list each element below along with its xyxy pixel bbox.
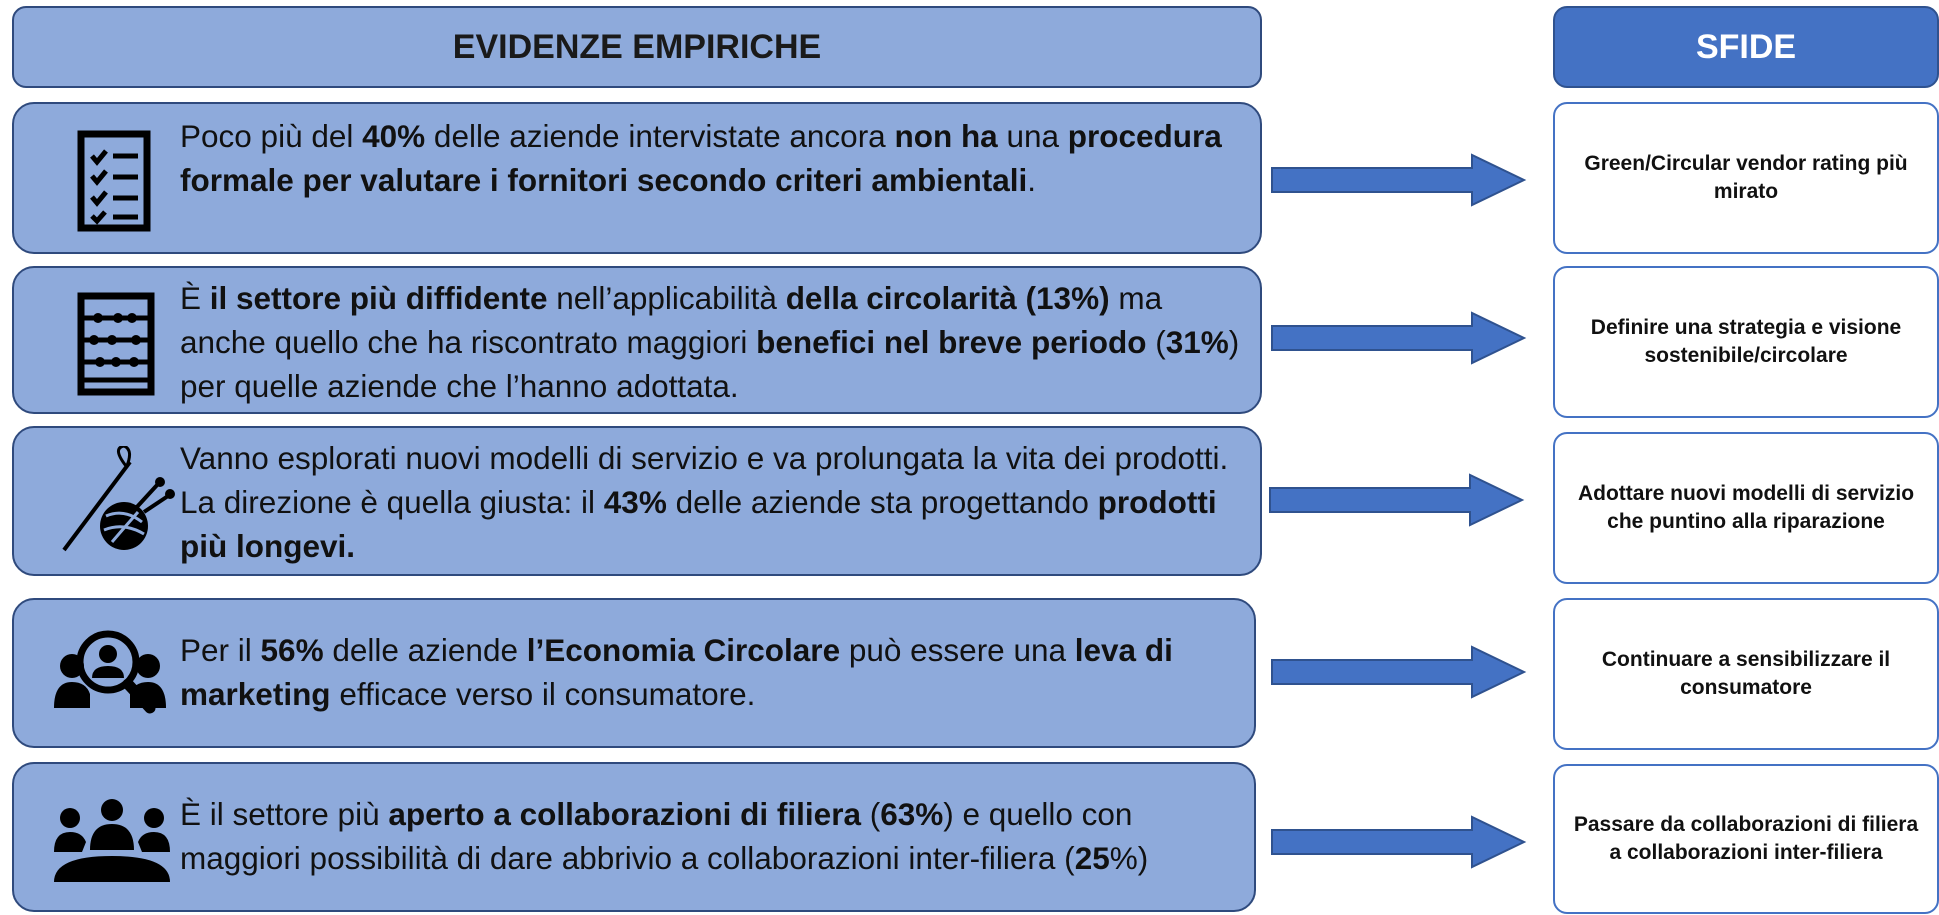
evidence-text: È il settore più diffidente nell’applica… <box>180 276 1240 408</box>
arrow-1 <box>1268 152 1528 208</box>
evidence-text-segment: delle aziende <box>323 632 527 668</box>
evidence-text-segment: Vanno esplorati nuovi modelli di servizi… <box>180 440 1229 520</box>
challenge-box-inter-supply-chain: Passare da collaborazioni di filiera a c… <box>1553 764 1939 914</box>
checklist-icon <box>56 126 176 236</box>
evidence-text-highlight: 25 <box>1074 840 1110 876</box>
evidence-text-segment: può essere una <box>840 632 1075 668</box>
evidence-text-segment: ) per quelle aziende che l’hanno adottat… <box>180 324 1240 404</box>
evidence-text-segment: ( <box>860 796 881 832</box>
evidence-text-segment: È il settore più <box>180 796 389 832</box>
evidence-text-segment: efficace verso il consumatore. <box>330 676 756 712</box>
evidence-text: Poco più del 40% delle aziende intervist… <box>180 114 1240 202</box>
evidence-text-segment: . <box>1027 162 1036 198</box>
yarn-needle-icon <box>56 444 176 556</box>
evidence-box-circularity-distrust: È il settore più diffidente nell’applica… <box>12 266 1262 414</box>
challenge-box-vendor-rating: Green/Circular vendor rating più mirato <box>1553 102 1939 254</box>
evidence-text-highlight: procedura formale per valutare i fornito… <box>180 118 1222 198</box>
evidence-text-segment: %) <box>1109 840 1149 876</box>
arrow-4 <box>1268 644 1528 700</box>
evidence-box-marketing-lever: Per il 56% delle aziende l’Economia Circ… <box>12 598 1256 748</box>
evidence-box-supply-chain-collaboration: È il settore più aperto a collaborazioni… <box>12 762 1256 912</box>
evidence-text-highlight: il settore più diffidente <box>209 280 548 316</box>
evidence-text-highlight: benefici nel breve periodo <box>756 324 1147 360</box>
evidence-text-highlight: 40% <box>362 118 426 154</box>
evidence-text-segment: nell’applicabilità <box>547 280 786 316</box>
evidence-text-segment: Per il <box>180 632 261 668</box>
evidence-text-highlight: non ha <box>894 118 998 154</box>
evidence-text-segment: È <box>180 280 210 316</box>
evidence-text-segment: ma anche quello che ha riscontrato maggi… <box>180 280 1163 360</box>
arrow-2 <box>1268 310 1528 366</box>
evidence-text-segment: ( <box>1146 324 1166 360</box>
evidence-text-segment: delle aziende intervistate ancora <box>425 118 895 154</box>
evidence-text-segment: delle aziende sta progettando <box>666 484 1098 520</box>
evidence-text: Per il 56% delle aziende l’Economia Circ… <box>180 628 1234 716</box>
evidence-text-highlight: 31% <box>1165 324 1229 360</box>
arrow-5 <box>1268 814 1528 870</box>
evidence-text-highlight: l’Economia Circolare <box>526 632 841 668</box>
challenge-box-service-models: Adottare nuovi modelli di servizio che p… <box>1553 432 1939 584</box>
evidence-text: È il settore più aperto a collaborazioni… <box>180 792 1244 880</box>
evidence-text-highlight: prodotti più longevi. <box>180 484 1217 564</box>
abacus-icon <box>56 288 176 398</box>
evidence-text-segment: una <box>997 118 1068 154</box>
evidence-text-highlight: della circolarità (13%) <box>785 280 1110 316</box>
audience-search-icon <box>50 622 170 732</box>
challenge-box-strategy: Definire una strategia e visione sosteni… <box>1553 266 1939 418</box>
evidence-text-highlight: leva di marketing <box>180 632 1173 712</box>
arrow-3 <box>1266 472 1526 528</box>
evidence-text-segment: Poco più del <box>180 118 363 154</box>
evidence-text-highlight: 63% <box>880 796 944 832</box>
evidence-box-product-longevity: Vanno esplorati nuovi modelli di servizi… <box>12 426 1262 576</box>
meeting-people-icon <box>52 784 172 894</box>
challenge-box-consumer-awareness: Continuare a sensibilizzare il consumato… <box>1553 598 1939 750</box>
evidence-box-supplier-procedure: Poco più del 40% delle aziende intervist… <box>12 102 1262 254</box>
evidence-header: EVIDENZE EMPIRICHE <box>12 6 1262 88</box>
evidence-text: Vanno esplorati nuovi modelli di servizi… <box>180 436 1240 568</box>
evidence-text-highlight: 56% <box>260 632 324 668</box>
evidence-text-segment: ) e quello con maggiori possibilità di d… <box>180 796 1133 876</box>
evidence-text-highlight: 43% <box>603 484 667 520</box>
challenges-header: SFIDE <box>1553 6 1939 88</box>
evidence-text-highlight: aperto a collaborazioni di filiera <box>388 796 861 832</box>
